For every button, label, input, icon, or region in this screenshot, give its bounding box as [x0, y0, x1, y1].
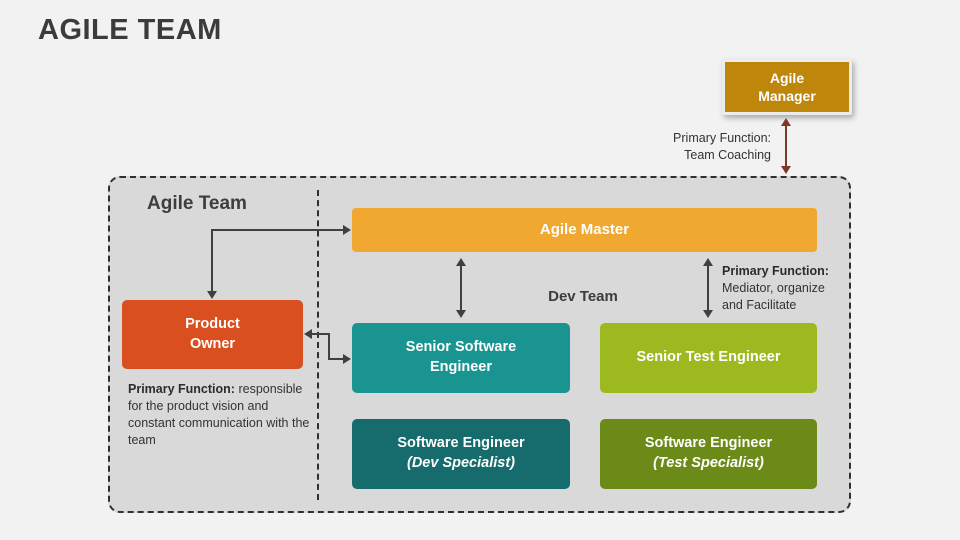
- product-owner-label-line1: Product: [185, 315, 240, 332]
- arrowhead-right-icon: [343, 225, 351, 235]
- arrowhead-up-icon: [456, 258, 466, 266]
- software-engineer-dev-label-line1: Software Engineer: [397, 435, 525, 452]
- agile-manager-label-line1: Agile: [769, 69, 805, 86]
- arrowhead-down-icon: [703, 310, 713, 318]
- master-note-text: Mediator, organize and Facilitate: [722, 281, 825, 312]
- senior-test-engineer-box: Senior Test Engineer: [600, 323, 817, 393]
- agile-team-label: Agile Team: [147, 193, 247, 214]
- software-engineer-test-specialist-box: Software Engineer (Test Specialist): [600, 419, 817, 489]
- product-owner-note: Primary Function: responsible for the pr…: [128, 381, 311, 449]
- software-engineer-dev-specialist-box: Software Engineer (Dev Specialist): [352, 419, 570, 489]
- software-engineer-dev-label-line2: (Dev Specialist): [407, 455, 515, 471]
- software-engineer-test-label-line1: Software Engineer: [644, 435, 773, 452]
- arrowhead-up-icon: [781, 118, 791, 126]
- arrowhead-right-icon: [343, 354, 351, 364]
- arrow-line: [311, 333, 330, 335]
- arrow-line: [707, 266, 709, 310]
- product-owner-note-bold: Primary Function:: [128, 382, 235, 396]
- master-note: Primary Function: Mediator, organize and …: [722, 263, 840, 314]
- agile-manager-box: Agile Manager: [722, 59, 852, 115]
- arrowhead-left-icon: [304, 329, 312, 339]
- arrow-line: [211, 229, 213, 291]
- arrowhead-down-icon: [781, 166, 791, 174]
- senior-test-engineer-label: Senior Test Engineer: [636, 349, 781, 366]
- manager-note-line1: Primary Function:: [673, 131, 771, 145]
- arrow-line: [328, 333, 330, 360]
- master-note-bold: Primary Function:: [722, 264, 829, 278]
- page-title: AGILE TEAM: [38, 14, 222, 46]
- arrow-line: [785, 126, 787, 166]
- arrowhead-down-icon: [207, 291, 217, 299]
- senior-software-engineer-label-line2: Engineer: [429, 359, 493, 375]
- arrow-line: [211, 229, 344, 231]
- dev-team-label: Dev Team: [548, 288, 618, 305]
- agile-manager-label-line2: Manager: [758, 88, 816, 104]
- senior-software-engineer-label-line1: Senior Software: [405, 339, 517, 356]
- product-owner-box: Product Owner: [122, 300, 303, 369]
- senior-software-engineer-box: Senior Software Engineer: [352, 323, 570, 393]
- arrowhead-down-icon: [456, 310, 466, 318]
- product-owner-note-text: responsible for the product vision and c…: [128, 382, 310, 447]
- manager-note: Primary Function: Team Coaching: [640, 130, 771, 164]
- arrow-line: [330, 358, 344, 360]
- arrowhead-up-icon: [703, 258, 713, 266]
- product-owner-label-line2: Owner: [189, 335, 236, 352]
- agile-master-label: Agile Master: [539, 220, 630, 238]
- manager-note-line2: Team Coaching: [684, 148, 771, 162]
- arrow-line: [460, 266, 462, 310]
- team-divider-line: [317, 190, 319, 500]
- software-engineer-test-label-line2: (Test Specialist): [653, 455, 764, 471]
- agile-master-box: Agile Master: [352, 208, 817, 252]
